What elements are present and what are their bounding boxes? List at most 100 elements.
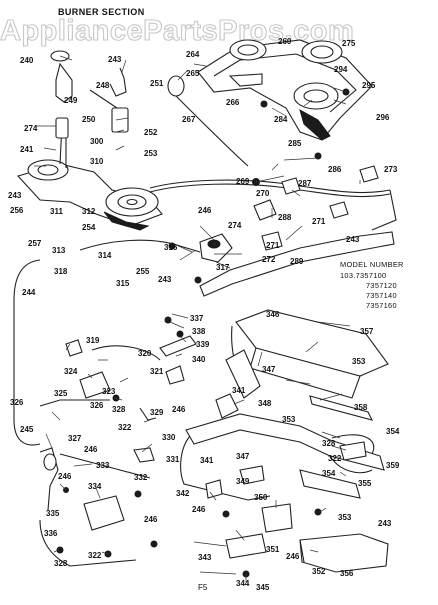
part-label: 359 xyxy=(386,461,400,470)
part-label: 274 xyxy=(228,221,242,230)
model-number-3: 7357140 xyxy=(366,291,397,300)
part-label: 328 xyxy=(112,405,126,414)
model-number-block: MODEL NUMBER 103.7357100 7357120 7357140… xyxy=(340,260,404,310)
part-label: 250 xyxy=(82,115,96,124)
part-label: 271 xyxy=(312,217,326,226)
part-label: 300 xyxy=(90,137,104,146)
part-label: 345 xyxy=(256,583,270,592)
gas-tubing xyxy=(13,95,395,446)
part-label: 241 xyxy=(20,145,34,154)
part-label: 312 xyxy=(82,207,96,216)
part-label: 246 xyxy=(198,206,212,215)
part-label: 353 xyxy=(282,415,296,424)
part-label: 243 xyxy=(346,235,360,244)
part-label: 272 xyxy=(262,255,276,264)
part-label: 260 xyxy=(278,37,292,46)
part-label: 284 xyxy=(274,115,288,124)
part-label: 269 xyxy=(236,177,250,186)
part-label: 248 xyxy=(96,81,110,90)
part-label: 351 xyxy=(266,545,280,554)
part-label: 346 xyxy=(266,310,280,319)
part-label: 246 xyxy=(84,445,98,454)
part-label: 322 xyxy=(328,454,342,463)
lower-left-controls xyxy=(39,316,322,578)
part-label: 252 xyxy=(144,128,158,137)
part-label: 354 xyxy=(386,427,400,436)
part-label: 326 xyxy=(10,398,24,407)
part-label: 289 xyxy=(290,257,304,266)
part-label: 314 xyxy=(98,251,112,260)
part-label: 352 xyxy=(312,567,326,576)
part-label: 254 xyxy=(82,223,96,232)
part-label: 253 xyxy=(144,149,158,158)
upper-burner-assembly xyxy=(197,39,373,141)
part-label: 246 xyxy=(144,515,158,524)
part-label: 338 xyxy=(192,327,206,336)
part-label: 325 xyxy=(54,389,68,398)
part-label: 342 xyxy=(176,489,190,498)
part-label: 243 xyxy=(378,519,392,528)
part-label: 347 xyxy=(236,452,250,461)
model-heading: MODEL NUMBER xyxy=(340,260,404,269)
part-label: 317 xyxy=(216,263,230,272)
part-label: 354 xyxy=(322,469,336,478)
section-title: BURNER SECTION xyxy=(58,7,145,17)
leader-lines xyxy=(34,55,361,582)
part-label: 275 xyxy=(342,39,356,48)
part-label: 287 xyxy=(298,179,312,188)
model-number-2: 7357120 xyxy=(366,281,397,290)
part-label: 257 xyxy=(28,239,42,248)
part-label: 315 xyxy=(116,279,130,288)
part-label: 244 xyxy=(22,288,36,297)
part-label: 357 xyxy=(360,327,374,336)
part-label: 348 xyxy=(258,399,272,408)
part-label: 332 xyxy=(134,473,148,482)
part-label: 246 xyxy=(286,552,300,561)
part-label: 288 xyxy=(278,213,292,222)
part-label: 337 xyxy=(190,314,204,323)
part-label: 245 xyxy=(20,425,34,434)
valve-cluster xyxy=(168,88,397,284)
part-label: 256 xyxy=(10,206,24,215)
part-label: 356 xyxy=(340,569,354,578)
part-label: 322 xyxy=(118,423,132,432)
part-label: 350 xyxy=(254,493,268,502)
part-label: 349 xyxy=(236,477,250,486)
part-label: 319 xyxy=(86,336,100,345)
part-label: 353 xyxy=(338,513,352,522)
part-label: 327 xyxy=(68,434,82,443)
part-label: 285 xyxy=(288,139,302,148)
part-label: 335 xyxy=(46,509,60,518)
part-label: 355 xyxy=(358,479,372,488)
left-burner-assembly xyxy=(16,50,185,231)
part-label: 246 xyxy=(172,405,186,414)
part-label: 273 xyxy=(384,165,398,174)
part-label: 323 xyxy=(102,387,116,396)
part-label: 255 xyxy=(136,267,150,276)
part-label: 330 xyxy=(162,433,176,442)
part-label: 318 xyxy=(54,267,68,276)
part-label: 267 xyxy=(182,115,196,124)
part-label: 344 xyxy=(236,579,250,588)
part-label: 249 xyxy=(64,96,78,105)
part-label: 333 xyxy=(96,461,110,470)
part-label: 313 xyxy=(52,246,66,255)
part-label: 326 xyxy=(90,401,104,410)
part-callouts: 240 241 243 243 243 243 243 244 245 246 … xyxy=(8,37,400,592)
part-label: 331 xyxy=(166,455,180,464)
footer-code: F5 xyxy=(198,583,208,592)
part-label: 243 xyxy=(8,191,22,200)
oven-burner-section xyxy=(180,309,389,573)
part-label: 316 xyxy=(164,243,178,252)
part-label: 246 xyxy=(58,472,72,481)
part-label: 341 xyxy=(200,456,214,465)
watermark-text: AppliancePartsPros.com xyxy=(0,15,354,47)
part-label: 286 xyxy=(328,165,342,174)
part-label: 246 xyxy=(192,505,206,514)
part-label: 328 xyxy=(54,559,68,568)
part-label: 334 xyxy=(88,482,102,491)
part-label: 324 xyxy=(64,367,78,376)
part-label: 251 xyxy=(150,79,164,88)
part-label: 347 xyxy=(262,365,276,374)
